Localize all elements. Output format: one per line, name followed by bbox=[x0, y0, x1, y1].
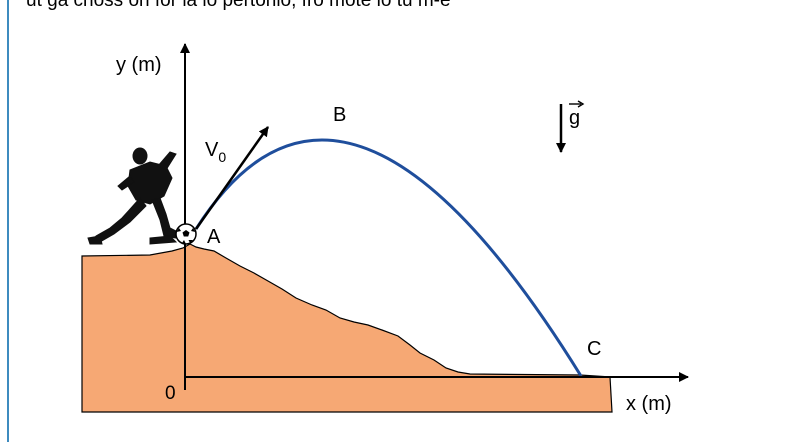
velocity-label: V0 bbox=[205, 139, 226, 165]
x-axis-label: x (m) bbox=[626, 393, 672, 415]
point-b-label: B bbox=[333, 104, 346, 126]
velocity-vector bbox=[194, 126, 270, 230]
ground-terrain bbox=[81, 243, 613, 413]
soccer-ball-icon bbox=[175, 223, 197, 245]
trajectory-curve bbox=[194, 138, 583, 377]
origin-label: 0 bbox=[165, 383, 176, 404]
top-text-fragment: ut ga choss on for la lo pertonio, fro m… bbox=[26, 0, 451, 11]
velocity-label-subscript: 0 bbox=[218, 149, 226, 165]
point-a-label: A bbox=[207, 226, 221, 248]
soccer-player-silhouette bbox=[87, 147, 179, 245]
y-axis-label: y (m) bbox=[116, 54, 162, 76]
gravity-vector-mark-head bbox=[577, 100, 585, 108]
gravity-label: g bbox=[569, 107, 580, 129]
point-c-label: C bbox=[587, 338, 601, 360]
velocity-label-base: V bbox=[205, 139, 219, 161]
